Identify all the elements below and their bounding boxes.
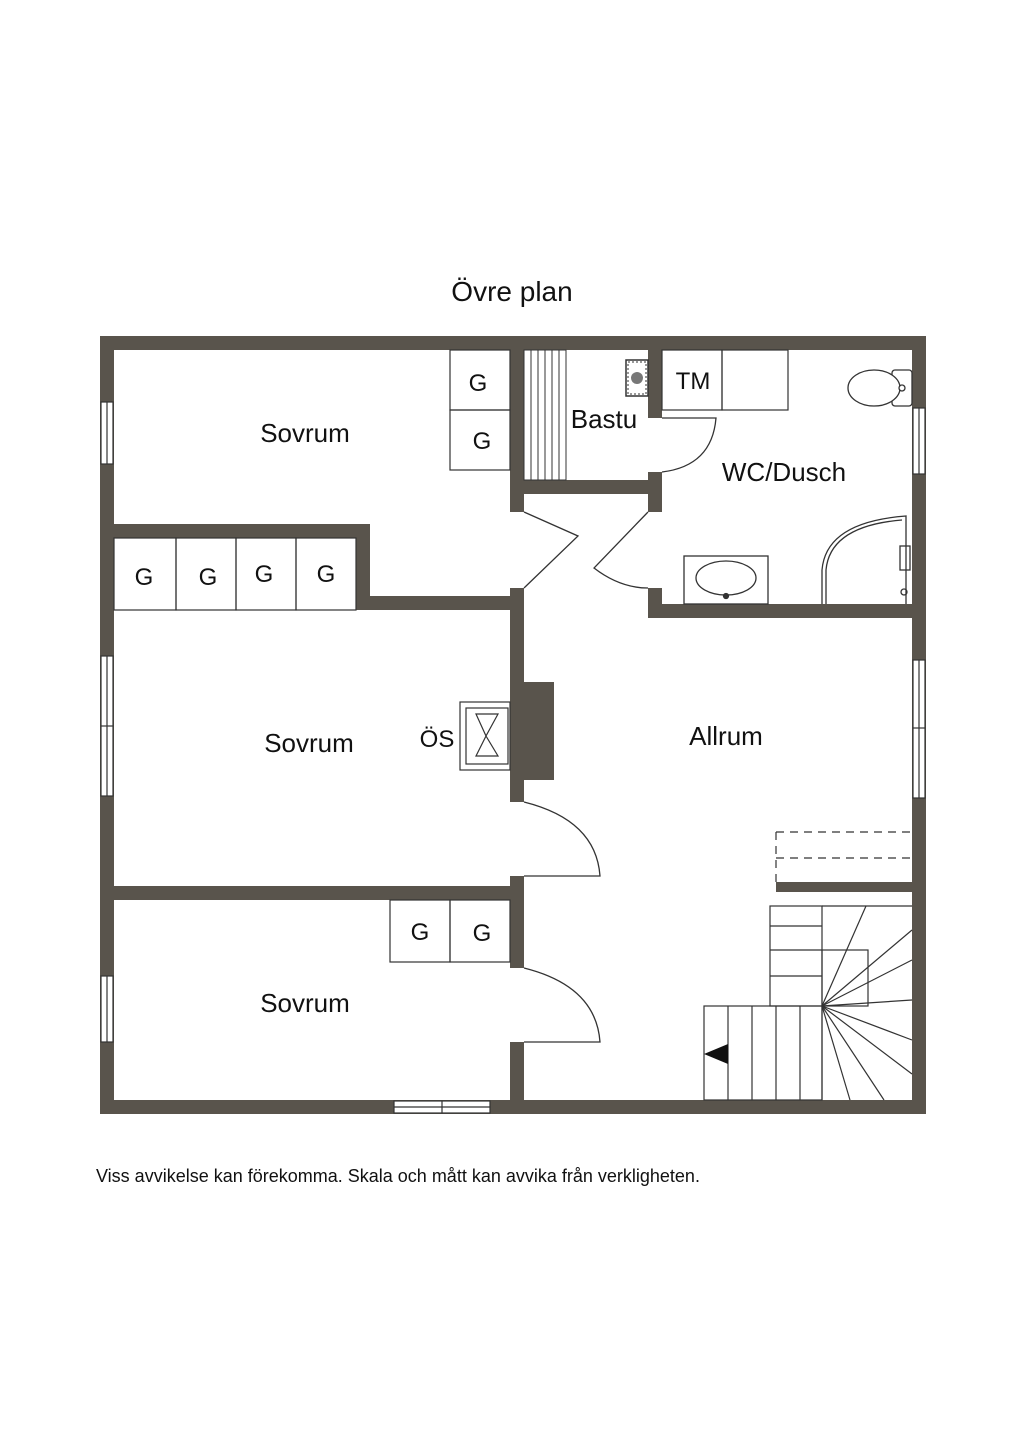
wall-bedroom2-top <box>356 596 524 610</box>
chimney <box>524 682 554 780</box>
windows <box>100 401 926 1114</box>
wall-sauna-left <box>510 336 524 512</box>
closet-bot-2 <box>449 899 511 963</box>
closet-label: G <box>135 564 154 591</box>
closets <box>113 349 789 963</box>
room-label-sovrum-bottom: Sovrum <box>260 988 350 1018</box>
closet-label: G <box>473 920 492 947</box>
sauna-benches <box>523 349 567 481</box>
disclaimer: Viss avvikelse kan förekomma. Skala och … <box>96 1166 700 1186</box>
stove-label: ÖS <box>420 726 455 753</box>
wall-closet-right <box>356 524 370 610</box>
room-label-allrum: Allrum <box>689 721 763 751</box>
walls <box>100 336 926 1114</box>
door-sauna <box>661 417 717 473</box>
closet-label: G <box>411 919 430 946</box>
shower-icon <box>821 515 911 604</box>
sink-icon <box>683 555 769 605</box>
open-railing <box>775 831 912 882</box>
wall-sauna-right-upper <box>648 336 662 418</box>
room-label-sovrum-top: Sovrum <box>260 418 350 448</box>
wall-bedroom1-bottom <box>100 524 370 538</box>
closet-top-2 <box>449 409 511 471</box>
door-bedroom3 <box>523 967 601 1043</box>
wall-center-lower <box>510 1042 524 1114</box>
closet-label: G <box>473 428 492 455</box>
wall-bedroom3-top <box>100 886 524 900</box>
wall-center-middle <box>510 876 524 968</box>
laundry-box-2 <box>721 349 789 411</box>
stove <box>459 701 511 771</box>
closet-mid-4 <box>295 537 357 611</box>
doors <box>523 417 717 1043</box>
door-wc <box>593 511 649 589</box>
wall-wc-left-stub <box>648 588 662 618</box>
wall-stairs-top <box>776 882 926 892</box>
toilet-icon <box>847 369 913 407</box>
arrow-left-icon <box>704 1044 728 1064</box>
sauna-heater-icon <box>625 359 649 397</box>
closet-label: G <box>317 561 336 588</box>
wall-center-upper <box>510 588 524 802</box>
wall-sauna-bottom <box>510 480 662 494</box>
plan-title: Övre plan <box>451 276 573 307</box>
door-bedroom2 <box>523 801 601 877</box>
room-label-sovrum-middle: Sovrum <box>264 728 354 758</box>
wall-sauna-right-lower <box>648 472 662 512</box>
laundry-label: TM <box>676 368 711 395</box>
wall-wc-bottom <box>648 604 926 618</box>
room-label-wc-dusch: WC/Dusch <box>722 457 846 487</box>
closet-label: G <box>199 564 218 591</box>
closet-label: G <box>469 370 488 397</box>
closet-label: G <box>255 561 274 588</box>
room-label-bastu: Bastu <box>571 404 638 434</box>
stairs-icon <box>703 905 913 1101</box>
door-bedroom1 <box>523 511 580 589</box>
